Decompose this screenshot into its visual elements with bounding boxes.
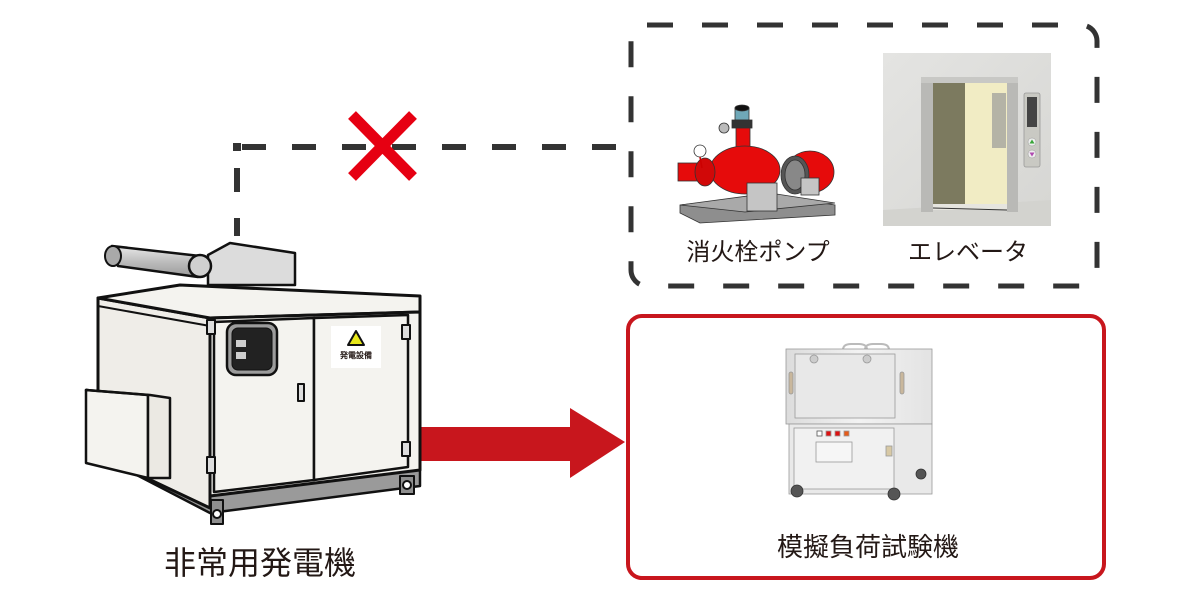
disconnected-loads-frame — [628, 22, 1100, 289]
cross-mark-icon — [348, 111, 417, 181]
load-bank-frame — [626, 314, 1106, 580]
emergency-generator-icon — [84, 241, 422, 525]
generator-sign-text: 発電設備 — [340, 351, 372, 360]
fire-pump-icon — [677, 104, 836, 224]
load-bank-tester-icon — [785, 343, 933, 501]
load-bank-label: 模擬負荷試験機 — [776, 533, 959, 563]
disconnected-connection-line — [233, 143, 630, 236]
generator-label: 非常用発電機 — [163, 544, 356, 582]
fire-pump-label: 消火栓ポンプ — [686, 238, 830, 266]
connection-arrow-icon — [420, 408, 625, 478]
elevator-label: エレベータ — [908, 238, 1028, 266]
elevator-icon — [883, 53, 1051, 226]
